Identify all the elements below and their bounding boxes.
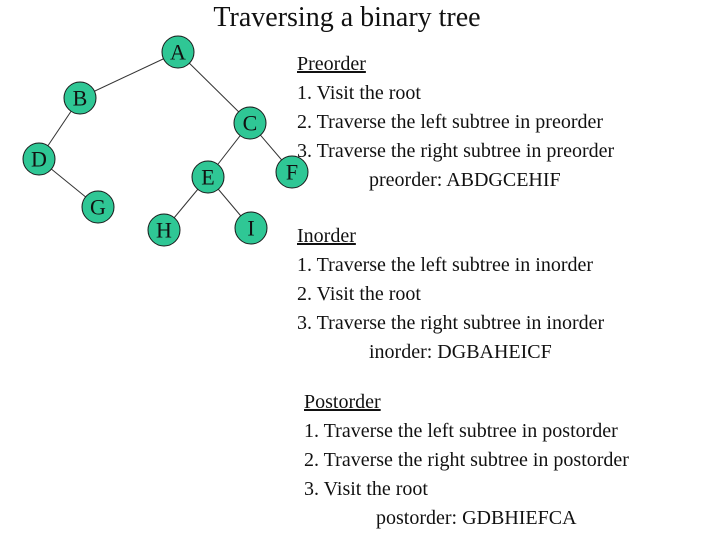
tree-node-circle xyxy=(147,213,181,247)
inorder-result: inorder: DGBAHEICF xyxy=(369,341,552,363)
tree-node-label: B xyxy=(73,86,88,111)
inorder-step-1: 1. Traverse the left subtree in inorder xyxy=(297,254,594,276)
inorder-step-2: 2. Visit the root xyxy=(297,283,421,305)
tree-node-i: I xyxy=(234,211,268,245)
tree-node-g: G xyxy=(81,190,115,224)
tree-node-label: C xyxy=(243,111,258,136)
preorder-heading: Preorder xyxy=(297,53,366,75)
tree-node-label: I xyxy=(247,216,254,241)
tree-edge-a-c xyxy=(177,51,251,124)
tree-node-label: G xyxy=(90,195,106,220)
preorder-step-1: 1. Visit the root xyxy=(297,82,421,104)
postorder-step-3: 3. Visit the root xyxy=(304,478,428,500)
tree-node-d: D xyxy=(22,142,56,176)
tree-node-circle xyxy=(22,142,56,176)
tree-node-b: B xyxy=(63,81,97,115)
tree-node-circle xyxy=(275,155,309,189)
postorder-step-2: 2. Traverse the right subtree in postord… xyxy=(304,449,629,471)
postorder-heading: Postorder xyxy=(304,391,381,413)
inorder-heading: Inorder xyxy=(297,225,356,247)
preorder-section: Preorder 1. Visit the root 2. Traverse t… xyxy=(297,50,614,195)
tree-node-e: E xyxy=(191,160,225,194)
binary-tree-diagram: A B C D E F G H I xyxy=(22,35,309,247)
tree-node-label: A xyxy=(170,40,186,65)
tree-node-circle xyxy=(161,35,195,69)
postorder-result: postorder: GDBHIEFCA xyxy=(376,507,577,529)
slide-title: Traversing a binary tree xyxy=(213,2,481,33)
tree-node-c: C xyxy=(233,106,267,140)
preorder-result: preorder: ABDGCEHIF xyxy=(369,169,561,191)
tree-edge-a-b xyxy=(79,51,179,99)
tree-node-label: D xyxy=(31,147,47,172)
tree-node-circle xyxy=(63,81,97,115)
tree-node-a: A xyxy=(161,35,195,69)
tree-node-f: F xyxy=(275,155,309,189)
tree-node-circle xyxy=(234,211,268,245)
tree-node-circle xyxy=(233,106,267,140)
postorder-step-1: 1. Traverse the left subtree in postorde… xyxy=(304,420,618,442)
tree-node-circle xyxy=(191,160,225,194)
tree-node-label: H xyxy=(156,218,172,243)
inorder-section: Inorder 1. Traverse the left subtree in … xyxy=(297,222,604,367)
inorder-step-3: 3. Traverse the right subtree in inorder xyxy=(297,312,605,334)
tree-node-circle xyxy=(81,190,115,224)
preorder-step-3: 3. Traverse the right subtree in preorde… xyxy=(297,140,615,162)
tree-node-h: H xyxy=(147,213,181,247)
postorder-section: Postorder 1. Traverse the left subtree i… xyxy=(304,388,629,533)
tree-node-label: E xyxy=(201,165,214,190)
preorder-step-2: 2. Traverse the left subtree in preorder xyxy=(297,111,604,133)
tree-node-label: F xyxy=(286,160,298,185)
